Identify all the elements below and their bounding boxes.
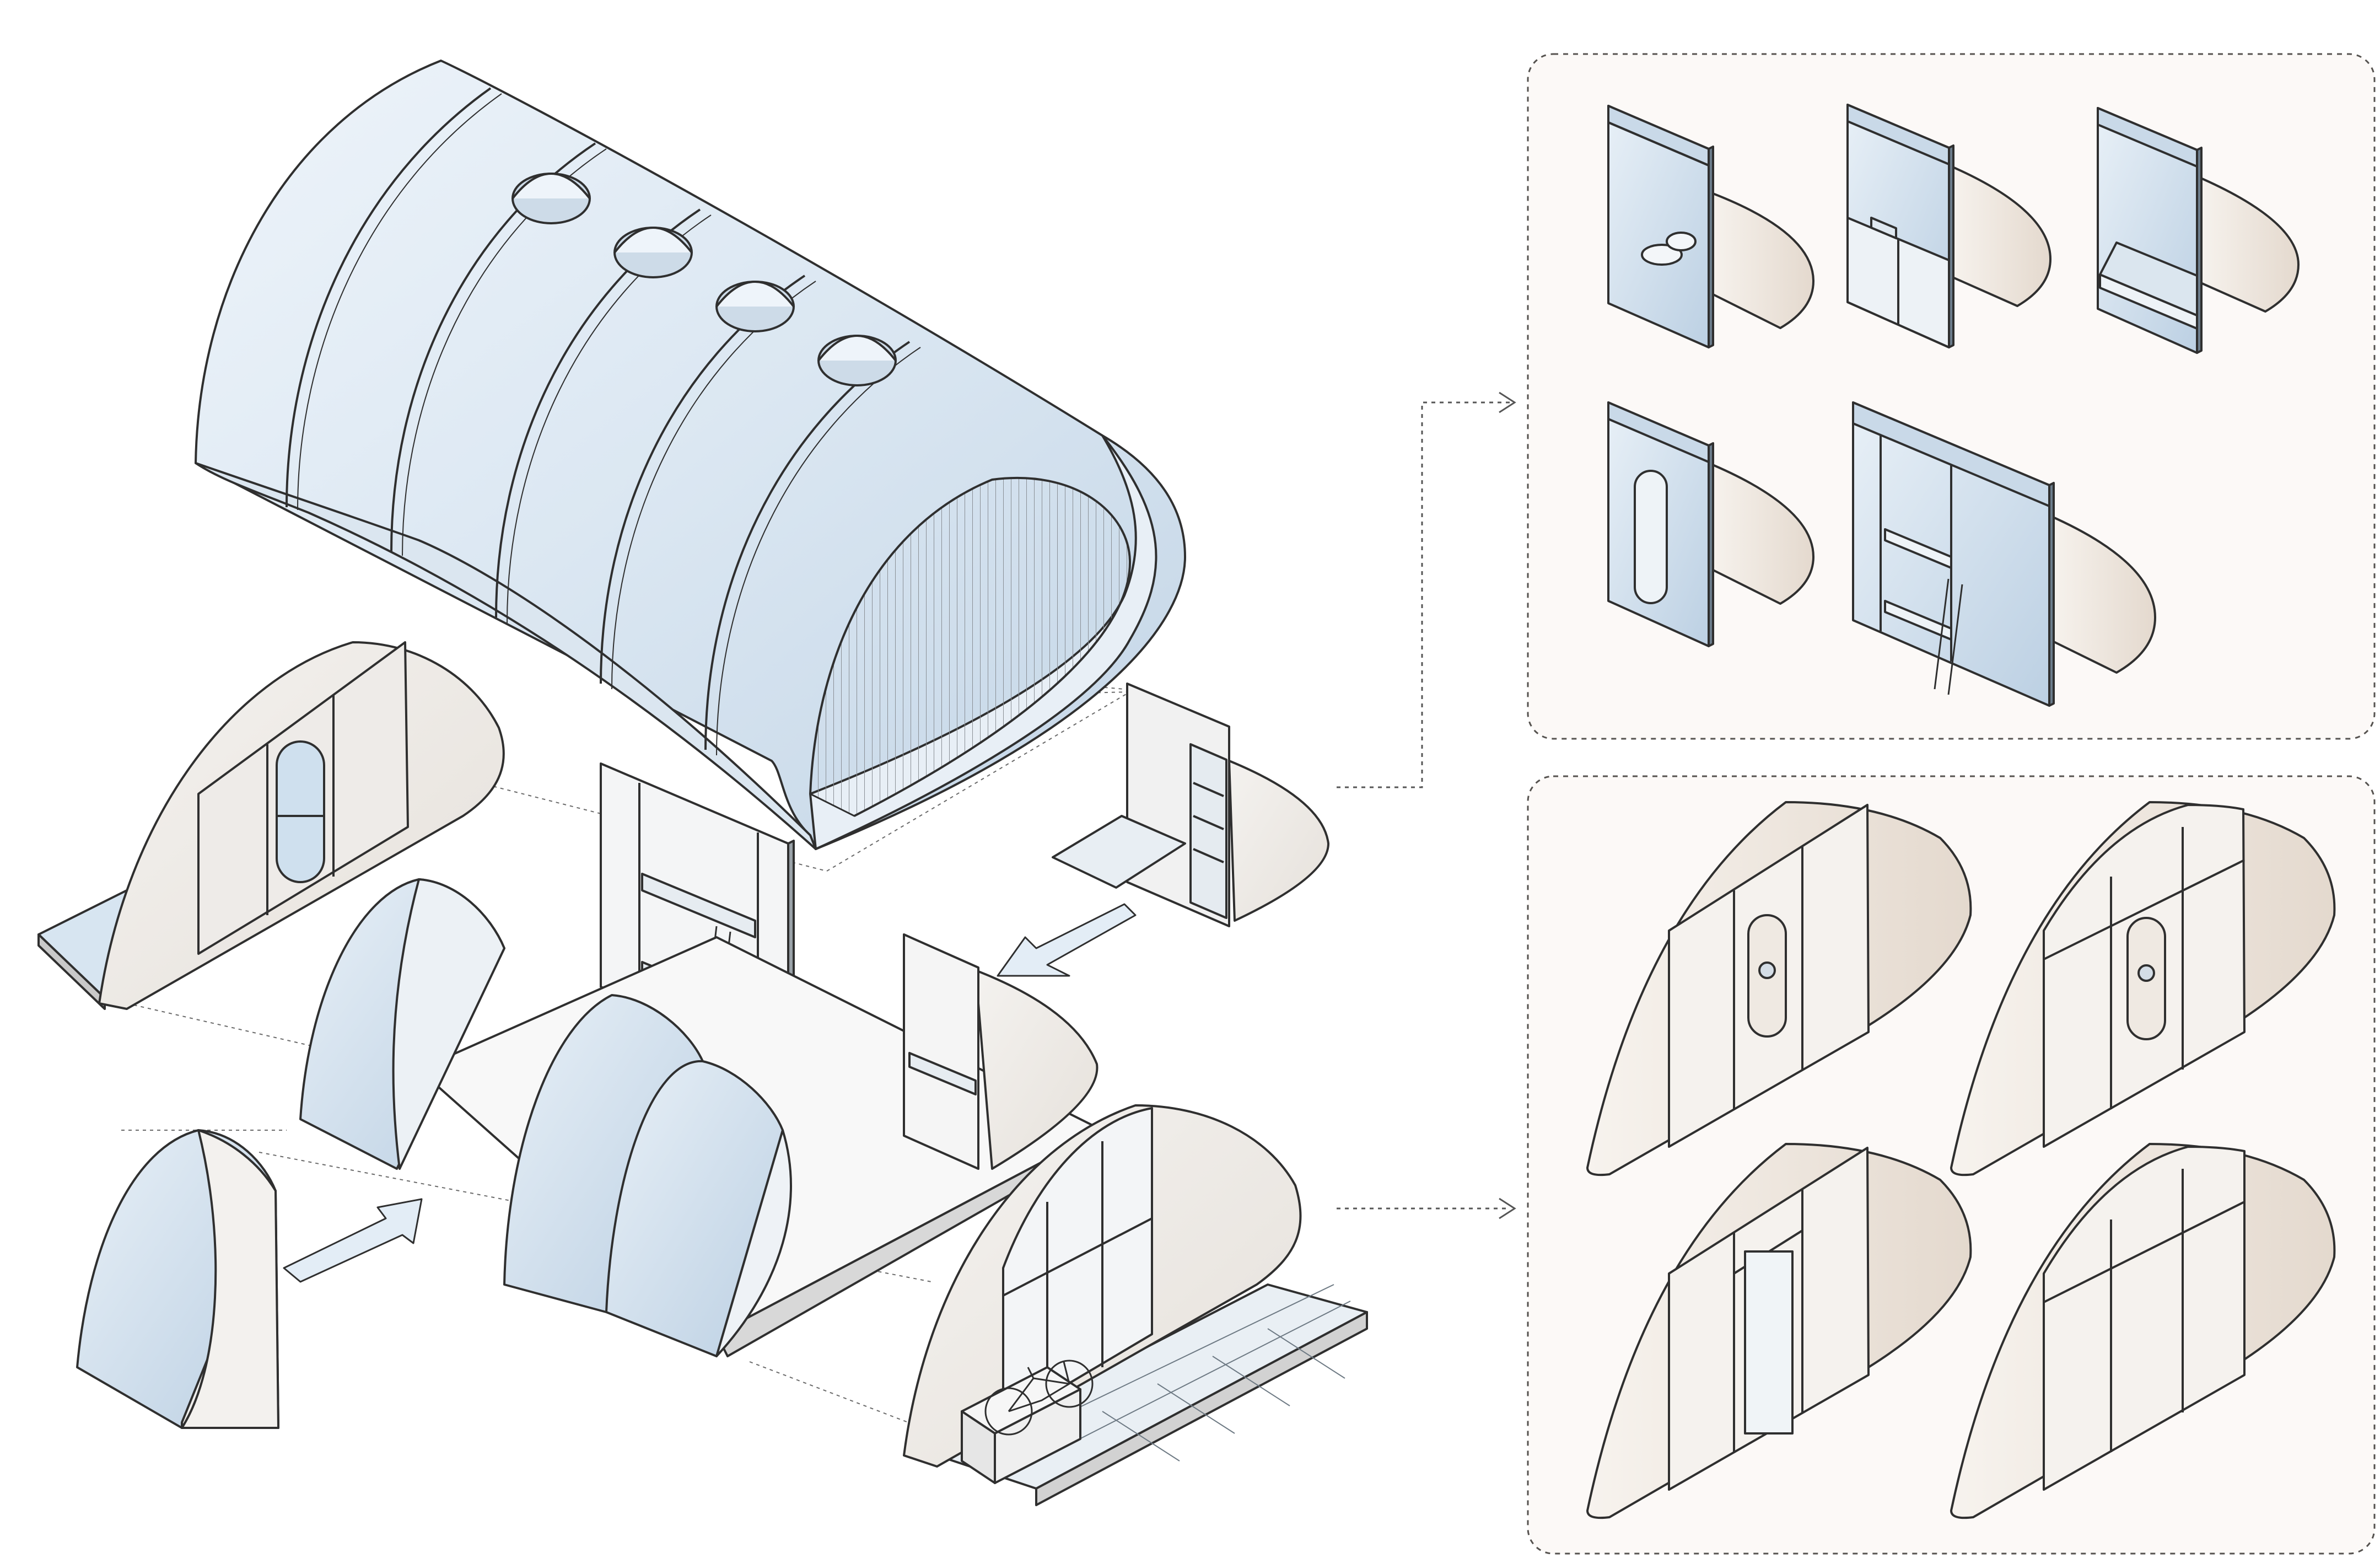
module-shower: [1607, 401, 1814, 647]
facade-option-full-glazed: [1950, 1143, 2336, 1519]
front-end-wall: [903, 1104, 1368, 1506]
storage-pod-centre-b: [605, 1060, 792, 1357]
storage-pod-back-left: [299, 878, 505, 1170]
storage-module: [1052, 683, 1329, 927]
skylight-2: [613, 227, 693, 278]
side-bunk-module: [903, 933, 1099, 1170]
module-kitchen: [1846, 104, 2051, 348]
facade-option-porthole: [1586, 801, 1972, 1176]
arrow-storage-in: [997, 903, 1137, 977]
leader-line-facades: [1337, 1197, 1516, 1219]
rear-end-wall: [37, 641, 505, 1010]
module-toilet: [1607, 105, 1814, 348]
module-bed: [2097, 107, 2300, 354]
roof-skylights: [511, 173, 897, 386]
bicycle-icon: [984, 1360, 1094, 1436]
facade-option-arched-porthole: [1950, 801, 2336, 1176]
skylight-3: [715, 281, 795, 332]
storage-pod-centre-a: [503, 994, 704, 1313]
skylight-4: [817, 335, 897, 386]
roof-shell: [195, 60, 1186, 850]
leader-line-modules: [1337, 391, 1516, 788]
arrow-pod-in: [283, 1198, 423, 1283]
module-bunk-bed: [1852, 401, 2156, 707]
facade-option-glazed-door: [1586, 1143, 1972, 1519]
bench-box: [961, 1366, 1081, 1484]
storage-pod-front: [76, 1129, 279, 1429]
skylight-1: [511, 173, 591, 224]
